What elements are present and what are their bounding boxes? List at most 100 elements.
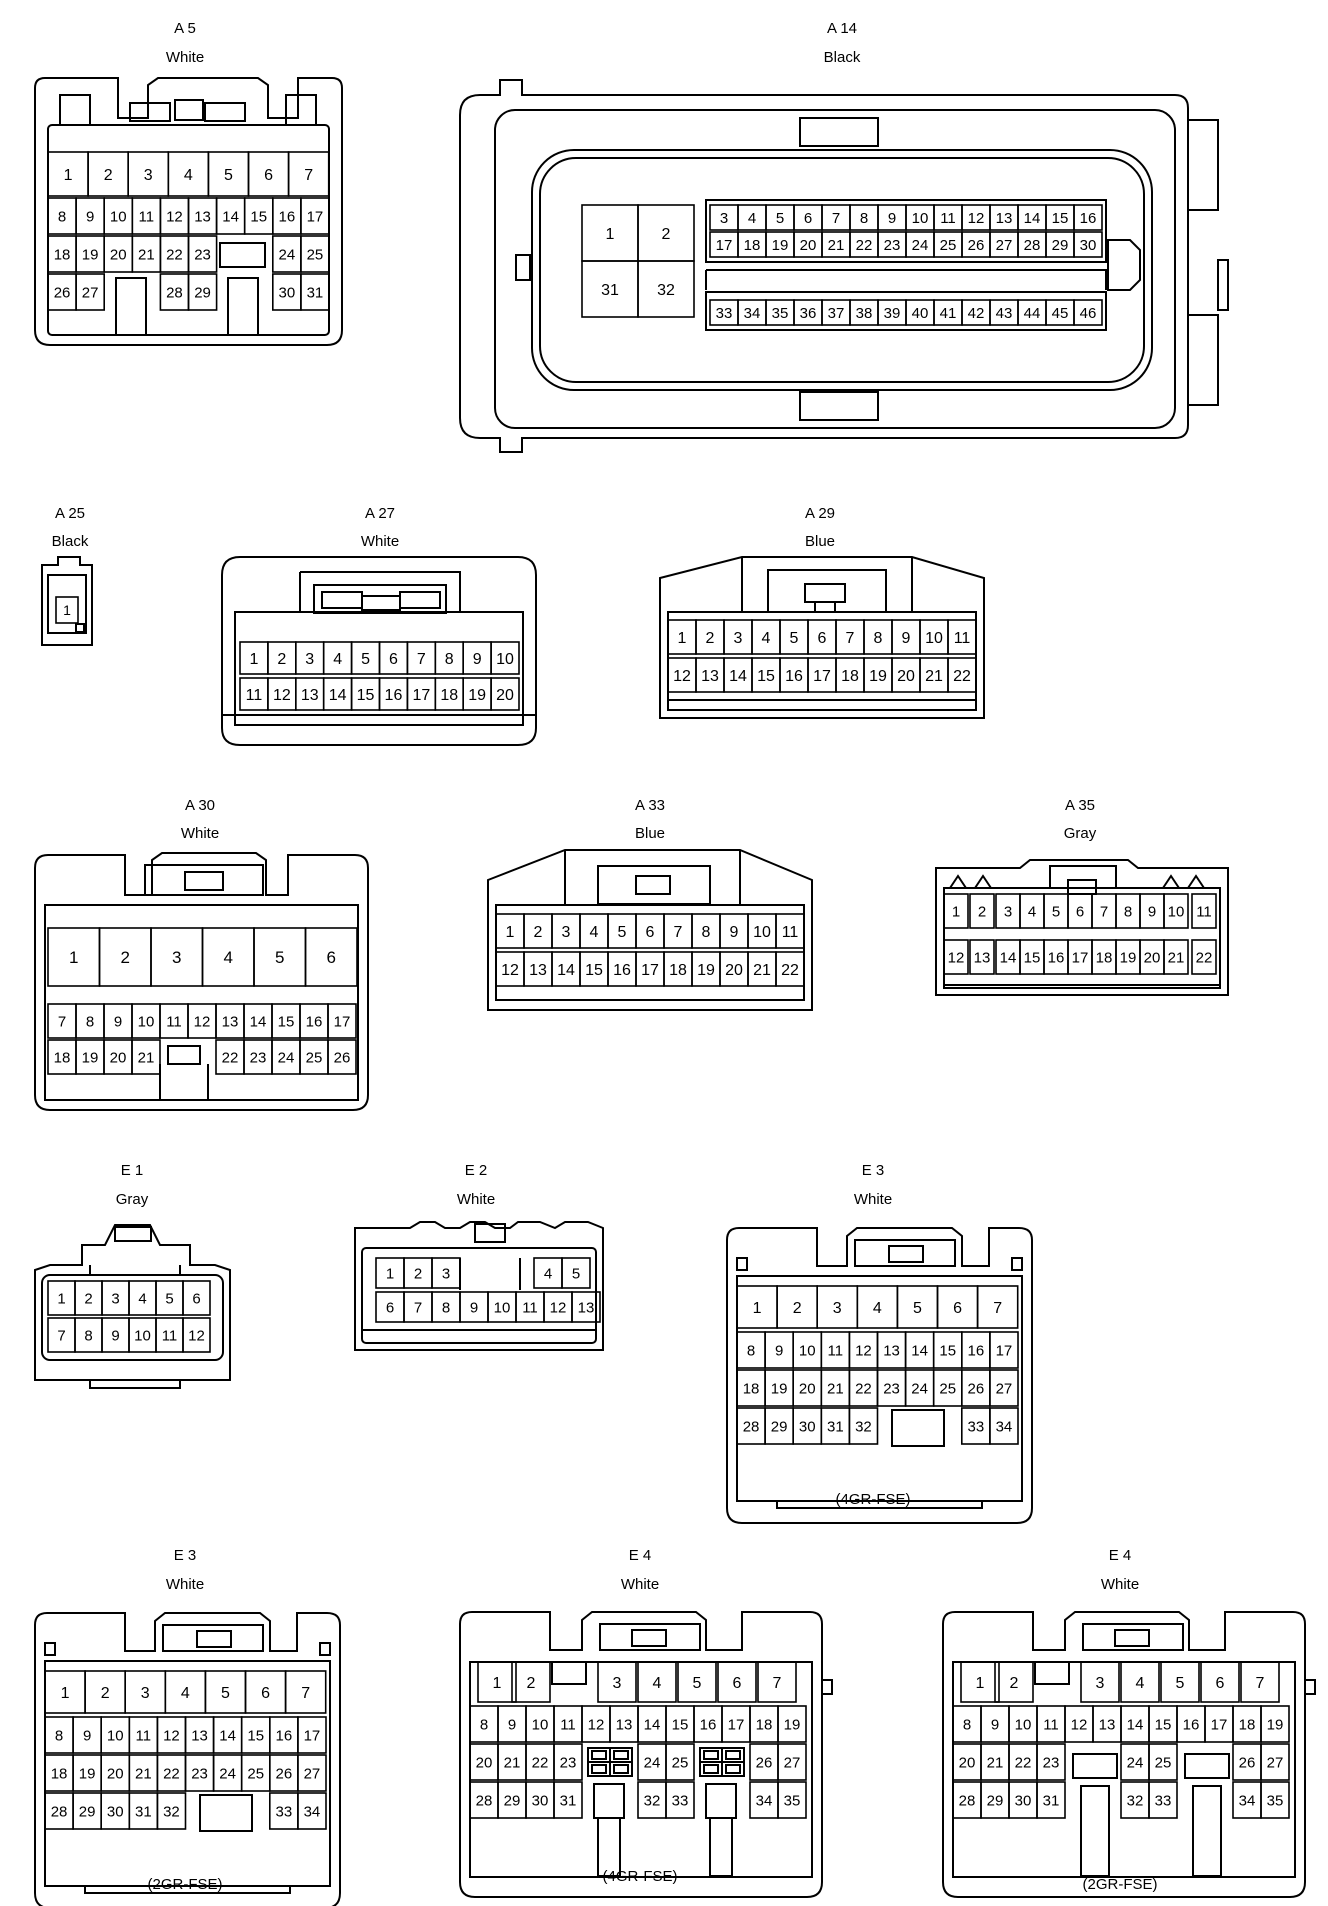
pin-number: 8 <box>445 651 454 668</box>
pin-number: 9 <box>888 210 896 227</box>
housing-outline <box>705 291 1107 331</box>
pin-number: 15 <box>278 1013 295 1030</box>
housing-outline <box>1114 1629 1150 1647</box>
pin-number: 1 <box>506 924 515 941</box>
pin-number: 15 <box>1024 949 1041 966</box>
pin-number: 4 <box>544 1265 552 1282</box>
housing-outline <box>459 1258 521 1290</box>
pin-number: 14 <box>1024 210 1041 227</box>
pin-number: 35 <box>1267 1792 1284 1809</box>
pin-number: 3 <box>1004 903 1012 920</box>
pin-number: 33 <box>276 1803 293 1820</box>
pin-number: 16 <box>700 1716 717 1733</box>
pin-number: 10 <box>134 1327 151 1344</box>
pin-number: 19 <box>771 1380 788 1397</box>
pin-number: 28 <box>51 1803 68 1820</box>
pin-number: 16 <box>1183 1716 1200 1733</box>
pin-number: 13 <box>974 949 991 966</box>
pin-number: 11 <box>139 208 155 225</box>
pin-number: 17 <box>716 237 733 254</box>
pin-number: 9 <box>83 1727 91 1744</box>
housing-outline <box>726 1227 1033 1524</box>
housing-outline <box>44 1642 56 1656</box>
pin-number: 2 <box>104 167 113 184</box>
pin-number: 23 <box>883 1380 900 1397</box>
pin-cell <box>717 1661 757 1703</box>
pin-number: 11 <box>940 210 956 227</box>
pin-number: 38 <box>856 305 873 322</box>
housing-outline <box>44 904 359 1101</box>
pin-number: 20 <box>107 1765 124 1782</box>
pin-cell <box>1260 1781 1290 1819</box>
pin-number: 11 <box>782 924 799 941</box>
pin-cell <box>1073 299 1103 326</box>
housing-outline <box>935 859 1229 996</box>
pin-number: 2 <box>793 1300 802 1317</box>
pin-number: 32 <box>1127 1792 1144 1809</box>
pin-number: 12 <box>194 1013 211 1030</box>
pin-number: 22 <box>222 1049 239 1066</box>
housing-outline <box>631 1629 667 1647</box>
pin-cell <box>156 1792 187 1830</box>
connector-label: E 3 <box>173 1547 197 1564</box>
pin-cell <box>1240 1661 1280 1703</box>
pin-number: 18 <box>744 237 761 254</box>
pin-number: 24 <box>279 246 296 263</box>
pin-number: 11 <box>522 1299 538 1316</box>
pin-cell <box>777 1743 807 1781</box>
pin-number: 5 <box>776 210 784 227</box>
housing-outline <box>667 611 977 711</box>
pin-number: 28 <box>743 1418 760 1435</box>
pin-number: 9 <box>470 1299 478 1316</box>
housing-outline <box>1049 865 1117 889</box>
pin-number: 11 <box>1196 903 1212 920</box>
housing-outline <box>1082 1623 1184 1651</box>
pin-number: 15 <box>1155 1716 1172 1733</box>
pin-number: 20 <box>1144 949 1161 966</box>
housing-outline <box>34 77 343 346</box>
pin-number: 1 <box>606 226 615 243</box>
pin-number: 13 <box>883 1342 900 1359</box>
pin-number: 18 <box>669 962 687 979</box>
housing-outline <box>196 1630 232 1648</box>
housing-outline <box>705 269 1107 290</box>
pin-number: 31 <box>560 1792 577 1809</box>
pin-number: 23 <box>250 1049 267 1066</box>
housing-outline <box>354 1221 604 1351</box>
pin-cell <box>131 1039 161 1075</box>
pin-number: 12 <box>273 687 291 704</box>
housing-outline <box>494 109 1176 429</box>
pin-number: 15 <box>357 687 375 704</box>
pin-number: 7 <box>832 210 840 227</box>
pin-number: 17 <box>412 687 430 704</box>
pin-number: 24 <box>278 1049 295 1066</box>
connector-variant: (2GR-FSE) <box>1082 1876 1158 1893</box>
pin-number: 21 <box>504 1754 521 1771</box>
pin-cell <box>553 1743 583 1781</box>
pin-number: 1 <box>63 602 71 618</box>
pin-number: 17 <box>1072 949 1089 966</box>
pin-number: 28 <box>1024 237 1041 254</box>
connector-label: A 14 <box>826 20 858 37</box>
housing-outline <box>703 1764 719 1774</box>
pin-number: 2 <box>84 1290 92 1307</box>
pin-number: 9 <box>902 630 911 647</box>
housing-outline <box>34 1224 231 1381</box>
housing-outline <box>129 102 171 122</box>
pin-number: 22 <box>856 237 873 254</box>
pin-number: 20 <box>476 1754 493 1771</box>
pin-number: 8 <box>442 1299 450 1316</box>
pin-number: 23 <box>191 1765 208 1782</box>
connector-label: A 33 <box>634 797 666 814</box>
pin-number: 19 <box>1267 1716 1284 1733</box>
housing-outline <box>34 1612 341 1906</box>
housing-outline <box>888 1245 924 1263</box>
pin-cell <box>477 1661 517 1703</box>
pin-number: 7 <box>674 924 683 941</box>
connector-label: A 27 <box>364 505 396 522</box>
pin-number: 45 <box>1052 305 1069 322</box>
pin-number: 6 <box>818 630 827 647</box>
housing-outline <box>227 277 259 336</box>
pin-number: 32 <box>657 282 675 299</box>
pin-number: 16 <box>968 1342 985 1359</box>
